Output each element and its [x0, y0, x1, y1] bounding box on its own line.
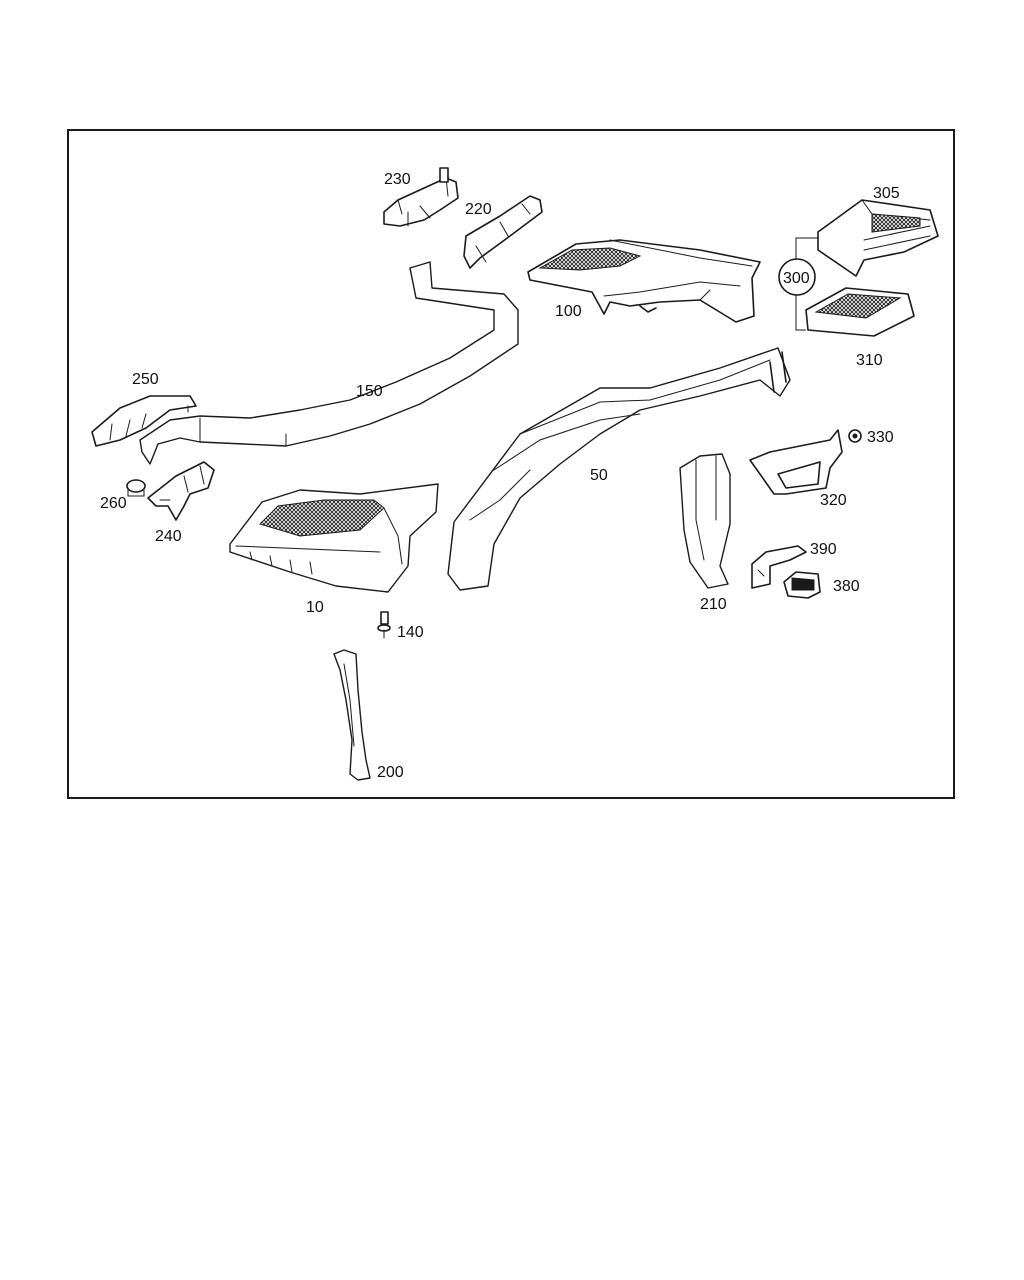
part-310-cabin-filter [805, 287, 915, 337]
callout-50: 50 [590, 467, 608, 484]
part-330-clip [848, 429, 862, 443]
part-50-main-duct [447, 347, 791, 591]
part-10-lower-panel [229, 483, 439, 593]
callout-320: 320 [820, 492, 847, 509]
part-380-connector [783, 571, 821, 599]
callout-310: 310 [856, 352, 883, 369]
part-200-strut [333, 649, 371, 781]
callout-210: 210 [700, 596, 727, 613]
callout-305: 305 [873, 185, 900, 202]
callout-390: 390 [810, 541, 837, 558]
part-320-frame [749, 429, 843, 495]
callout-260: 260 [100, 495, 127, 512]
part-390-sensor [751, 545, 807, 589]
part-300-group-bracket [778, 237, 818, 331]
callout-100: 100 [555, 303, 582, 320]
part-250-bracket [91, 395, 197, 447]
callout-230: 230 [384, 171, 411, 188]
part-240-bracket [147, 461, 215, 521]
callout-150: 150 [356, 383, 383, 400]
callout-380: 380 [833, 578, 860, 595]
part-230-bracket [383, 167, 459, 227]
callout-250: 250 [132, 371, 159, 388]
callout-220: 220 [465, 201, 492, 218]
part-100-panel [527, 239, 761, 323]
callout-300: 300 [783, 270, 810, 287]
part-305-filter-housing [817, 199, 939, 277]
callout-140: 140 [397, 624, 424, 641]
diagram-frame [67, 129, 955, 799]
callout-10: 10 [306, 599, 324, 616]
part-220-bracket [463, 195, 543, 269]
callout-240: 240 [155, 528, 182, 545]
part-140-screw [377, 611, 391, 639]
part-210-duct [679, 453, 731, 589]
callout-200: 200 [377, 764, 404, 781]
callout-330: 330 [867, 429, 894, 446]
part-260-nut [126, 479, 146, 497]
part-150-seal-strip [139, 261, 519, 465]
